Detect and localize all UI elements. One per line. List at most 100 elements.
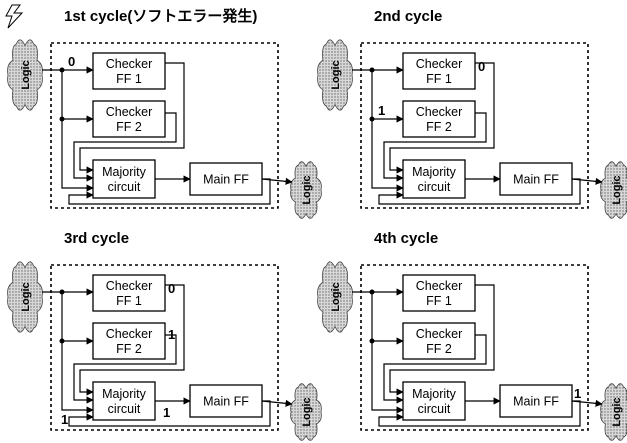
main-ff-frame (499, 384, 573, 418)
panel-title: 2nd cycle (374, 8, 442, 25)
panel-title: 1st cycle(ソフトエラー発生) (64, 7, 257, 25)
logic-cloud: Logic (600, 383, 627, 441)
checker-ff1-label: Checker (106, 57, 153, 71)
lightning-icon (5, 4, 24, 29)
bus-wire (371, 70, 404, 192)
checker1-output-value: 0 (168, 281, 175, 296)
checker-ff1-label: FF 1 (426, 294, 452, 308)
bus-wire (371, 292, 404, 414)
main-feedback-wire (68, 400, 271, 427)
main-ff-label: Main FF (203, 395, 249, 409)
input-value: 0 (68, 54, 75, 69)
checker-ff1-frame (402, 274, 476, 312)
checker2-feedback-wire (73, 334, 177, 404)
checker1-feedback-wire (79, 284, 185, 396)
checker2-feedback-wire (383, 112, 487, 182)
checker-ff2-label: FF 2 (426, 120, 452, 134)
checker-ff2-label: FF 2 (116, 342, 142, 356)
cloud-shape (317, 39, 353, 111)
checker2-feedback-wire (383, 334, 487, 404)
bus-wire (61, 292, 94, 414)
logic-cloud: Logic (290, 161, 322, 219)
logic-label: Logic (611, 397, 623, 426)
majority-circuit-label: Majority (102, 387, 147, 401)
main-ff: Main FF (189, 162, 263, 196)
majority-circuit-label: circuit (108, 402, 141, 416)
checker-ff1-label: FF 1 (116, 72, 142, 86)
majority-circuit-frame (402, 159, 466, 199)
majority-circuit-label: Majority (412, 387, 457, 401)
checker-ff1-label: Checker (416, 279, 463, 293)
checker2-feedback-wire (73, 112, 177, 182)
feedback-value: 1 (61, 412, 68, 427)
module-boundary (360, 264, 589, 431)
logic-cloud: Logic (7, 39, 43, 111)
logic-label: Logic (611, 175, 623, 204)
logic-label: Logic (301, 397, 313, 426)
checker-ff2-frame (92, 322, 166, 360)
main-ff-label: Main FF (513, 173, 559, 187)
logic-cloud: Logic (7, 261, 43, 333)
checker-ff2-label: Checker (416, 327, 463, 341)
majority-output-value: 1 (163, 405, 170, 420)
main-ff: Main FF (189, 384, 263, 418)
main-output-value: 1 (574, 386, 581, 401)
checker1-output-value: 0 (478, 59, 485, 74)
checker2-input-value: 1 (378, 103, 385, 118)
majority-circuit-label: circuit (418, 180, 451, 194)
cloud-shape (7, 261, 43, 333)
logic-label: Logic (301, 175, 313, 204)
module-boundary (360, 42, 589, 209)
logic-label: Logic (330, 282, 342, 311)
main-feedback-wire (378, 400, 581, 427)
majority-circuit-label: circuit (418, 402, 451, 416)
cloud-shape (317, 261, 353, 333)
checker-ff2-label: Checker (106, 327, 153, 341)
main-ff: Main FF (499, 384, 573, 418)
checker-ff1-label: Checker (106, 279, 153, 293)
cloud-shape (290, 161, 322, 219)
logic-label: Logic (20, 60, 32, 89)
logic-cloud: Logic (317, 39, 353, 111)
checker-ff2-label: Checker (416, 105, 463, 119)
output-wire (571, 399, 603, 407)
checker-ff1-label: FF 1 (116, 294, 142, 308)
checker-ff1-frame (92, 52, 166, 90)
main-ff-label: Main FF (203, 173, 249, 187)
checker-ff2-label: Checker (106, 105, 153, 119)
main-feedback-wire (378, 178, 581, 205)
majority-circuit-label: Majority (102, 165, 147, 179)
checker1-feedback-wire (389, 62, 495, 174)
logic-label: Logic (20, 282, 32, 311)
checker-ff1-label: FF 1 (426, 72, 452, 86)
checker2-output-value: 1 (168, 327, 175, 342)
cloud-shape (600, 161, 627, 219)
majority-circuit-label: circuit (108, 180, 141, 194)
panel-title: 4th cycle (374, 230, 438, 247)
checker-ff2-frame (402, 100, 476, 138)
checker-ff2-label: FF 2 (426, 342, 452, 356)
cloud-shape (600, 383, 627, 441)
output-wire (261, 399, 293, 407)
main-ff: Main FF (499, 162, 573, 196)
logic-cloud: Logic (290, 383, 322, 441)
output-wire (261, 177, 293, 185)
main-feedback-wire (68, 178, 271, 205)
panel-title: 3rd cycle (64, 230, 129, 247)
bus-wire (61, 70, 94, 192)
cloud-shape (290, 383, 322, 441)
checker1-feedback-wire (79, 62, 185, 174)
